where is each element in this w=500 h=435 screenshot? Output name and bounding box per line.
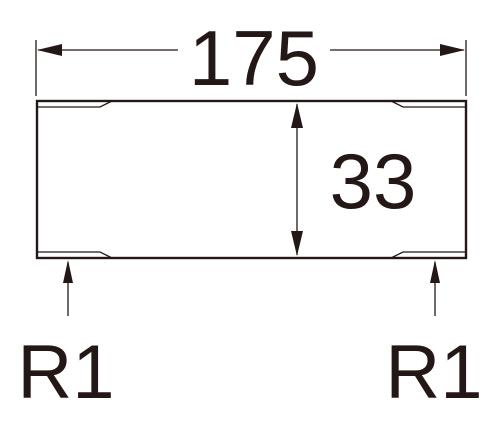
leader-arrowhead-right [430,260,440,283]
pipe-body-outline [35,99,468,260]
leader-arrowhead-left [63,260,73,283]
height-arrowhead-bottom [291,231,303,256]
width-arrowhead-right [440,44,465,56]
width-label: 175 [189,14,319,102]
left-thread-label: R1 [17,330,114,415]
height-arrowhead-top [291,103,303,128]
thread-line-bottom-left [37,251,113,259]
height-label: 33 [330,137,417,225]
width-arrowhead-left [37,44,62,56]
thread-line-top-right [390,100,466,108]
right-thread-label: R1 [385,330,482,415]
thread-line-bottom-right [390,251,466,259]
thread-line-top-left [37,100,113,108]
